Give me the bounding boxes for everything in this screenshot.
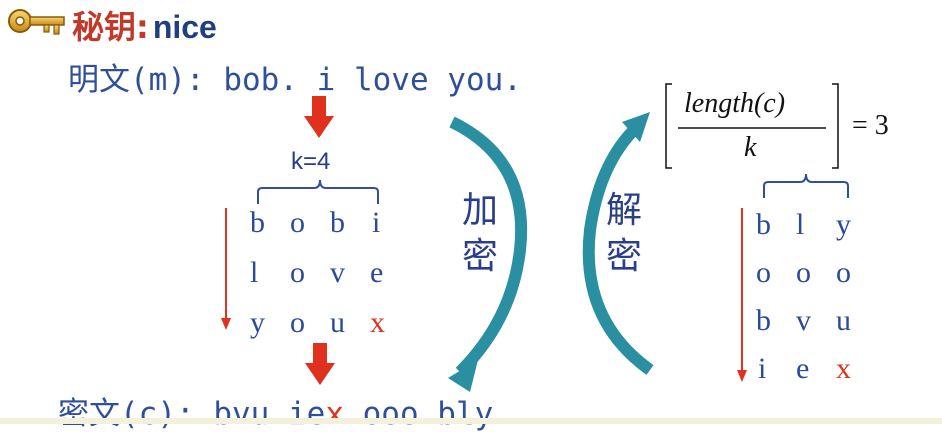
key-icon — [6, 4, 68, 38]
diagram-shapes — [221, 83, 849, 392]
column-order-arrow-right — [737, 208, 747, 382]
brace-decrypt — [763, 173, 849, 198]
decrypt-label: 解密 — [606, 190, 643, 277]
key-value: nice — [152, 9, 217, 45]
title: 秘钥: nice — [72, 2, 217, 48]
ciphertext-label: 密文(c): — [58, 396, 195, 432]
ceil-brackets — [665, 83, 839, 169]
plaintext-value: bob. i love you. — [223, 62, 522, 98]
brace-encrypt — [257, 179, 379, 204]
down-arrow-top — [304, 96, 334, 138]
encrypt-label: 加密 — [462, 190, 499, 277]
ciphertext-line: 密文(c): bvu iex ooo bly — [58, 388, 493, 433]
ciphertext-part2: ooo bly — [343, 396, 494, 432]
column-order-arrow-left — [221, 208, 231, 330]
key-label: 秘钥: — [72, 8, 149, 46]
formula-numerator: length(c) — [684, 88, 786, 119]
formula-denominator: k — [744, 132, 757, 163]
plaintext-label: 明文(m): — [68, 62, 205, 98]
formula-result: = 3 — [852, 110, 889, 141]
bottom-strip — [0, 418, 942, 424]
down-arrow-bottom — [305, 343, 335, 385]
decrypt-arc — [582, 112, 654, 375]
k-label: k=4 — [291, 148, 331, 175]
plaintext-line: 明文(m): bob. i love you. — [68, 54, 522, 99]
ciphertext-padding: x — [325, 396, 344, 432]
ciphertext-part1: bvu ie — [213, 396, 326, 432]
encrypt-arc — [448, 116, 528, 392]
